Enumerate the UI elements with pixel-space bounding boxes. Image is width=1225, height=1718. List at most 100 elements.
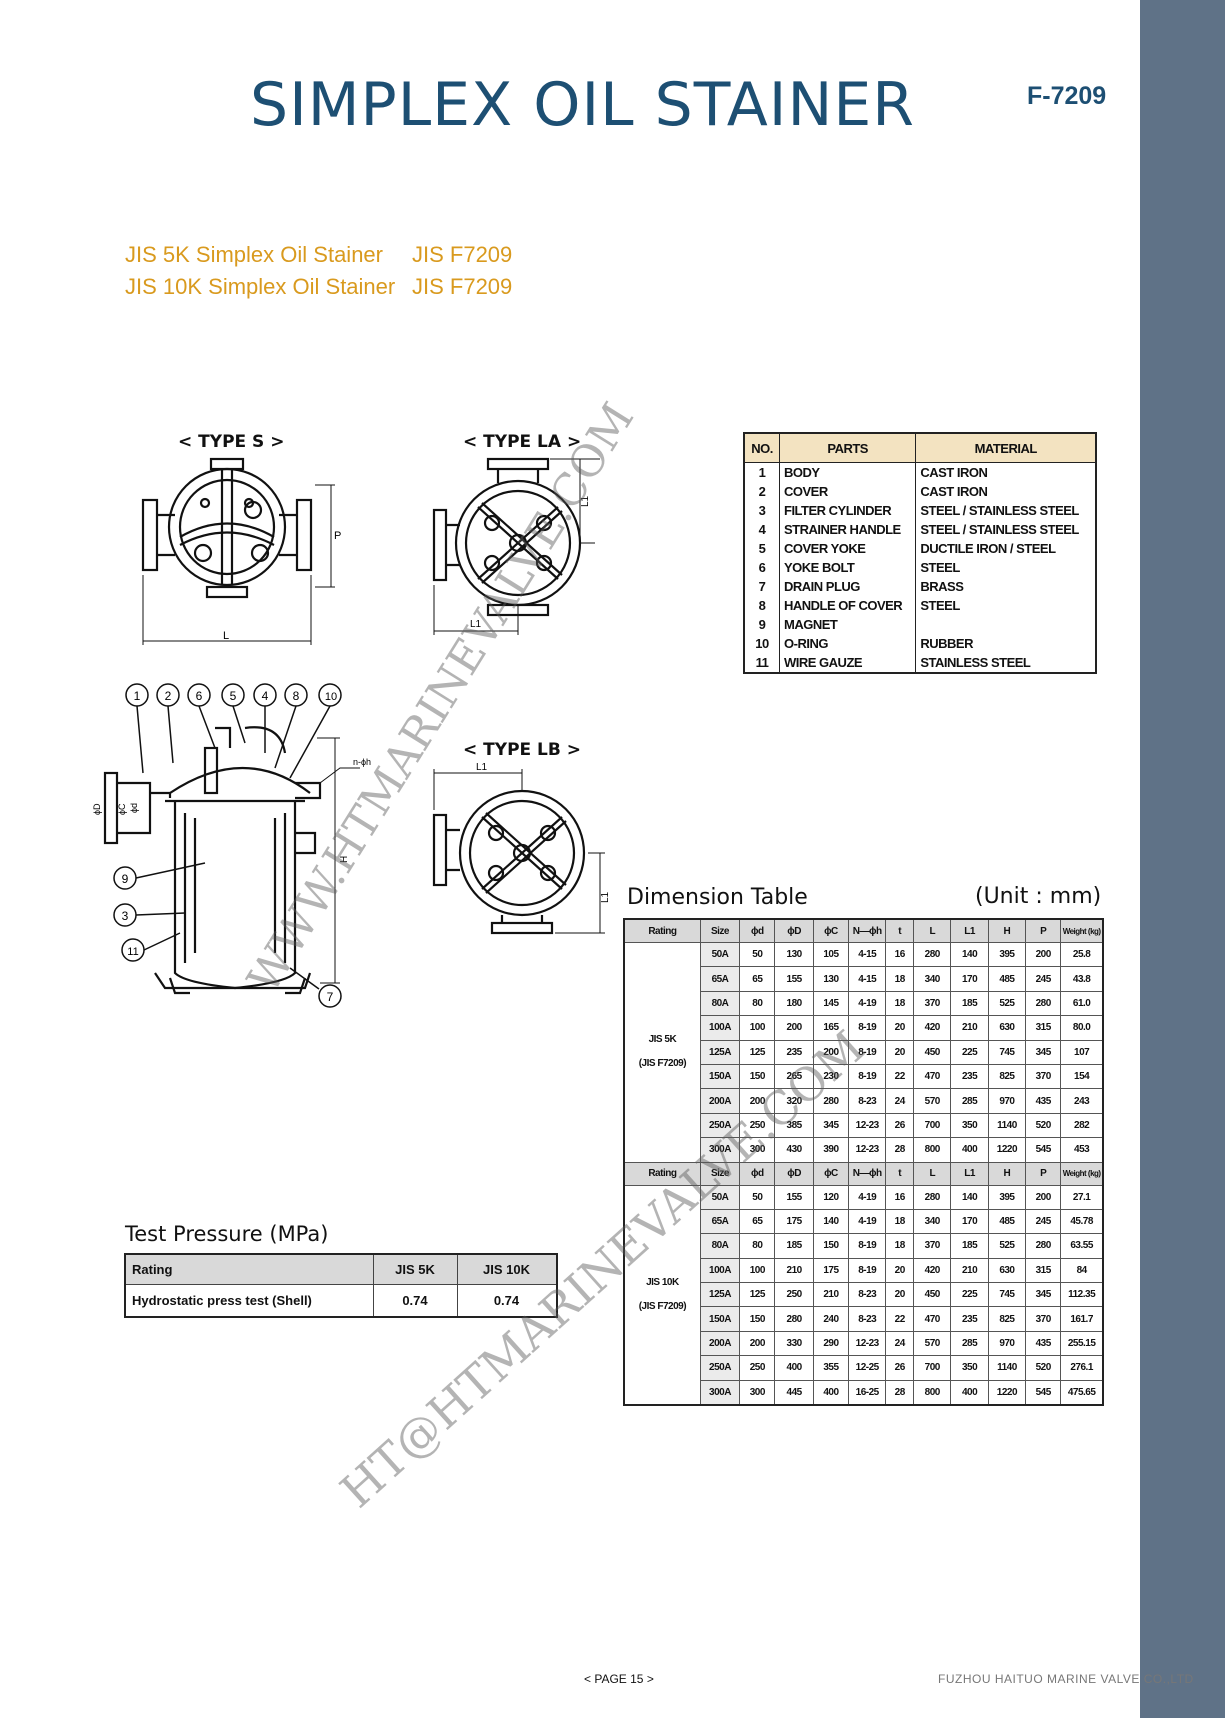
dimension-value-cell: 24 (885, 1330, 915, 1357)
dimension-value-cell: 970 (987, 1088, 1027, 1114)
dimension-value-cell: 140 (950, 1184, 989, 1210)
parts-no: 9 (743, 615, 780, 634)
parts-material: RUBBER (915, 634, 1097, 653)
dimension-value-cell: 280 (1025, 990, 1062, 1017)
dimension-value-cell: 345 (1025, 1039, 1062, 1065)
dimension-header-cell: N—ϕh (848, 918, 887, 943)
dimension-value-cell: 280 (1025, 1233, 1062, 1259)
dimension-value-cell: 630 (987, 1015, 1027, 1041)
dimension-value-cell: 276.1 (1060, 1355, 1104, 1381)
parts-name: MAGNET (778, 615, 917, 634)
dimension-value-cell: 175 (774, 1208, 814, 1235)
dimension-value-cell: 185 (774, 1233, 814, 1259)
press-row-label: Hydrostatic press test (Shell) (124, 1284, 374, 1318)
dimension-value-cell: 390 (812, 1137, 850, 1163)
dimension-header-cell: Rating (623, 918, 701, 943)
parts-material: STAINLESS STEEL (915, 653, 1097, 673)
dimension-value-cell: 27.1 (1060, 1184, 1104, 1210)
company-name: FUZHOU HAITUO MARINE VALVE CO.,LTD (938, 1672, 1194, 1686)
balloon-3: 3 (122, 909, 129, 923)
parts-no: 3 (743, 501, 780, 520)
parts-no: 5 (743, 539, 780, 558)
dimension-value-cell: 315 (1025, 1015, 1062, 1041)
dimension-size-cell: 80A (699, 990, 741, 1017)
dimension-value-cell: 22 (885, 1306, 915, 1332)
dimension-value-cell: 24 (885, 1088, 915, 1114)
dimension-value-cell: 300 (739, 1379, 776, 1406)
parts-material: BRASS (915, 577, 1097, 596)
dimension-value-cell: 165 (812, 1015, 850, 1041)
dimension-value-cell: 280 (913, 1184, 952, 1210)
balloon-6: 6 (196, 689, 203, 703)
parts-no: 10 (743, 634, 780, 653)
dimension-value-cell: 210 (950, 1257, 989, 1284)
dimension-value-cell: 154 (1060, 1063, 1104, 1090)
dimension-size-cell: 65A (699, 1208, 741, 1235)
dimension-value-cell: 8-23 (848, 1306, 887, 1332)
dimension-value-cell: 125 (739, 1039, 776, 1065)
type-lb-label: < TYPE LB > (463, 740, 582, 760)
dimension-header-cell: ϕC (812, 918, 850, 943)
dimension-value-cell: 20 (885, 1039, 915, 1065)
dimension-value-cell: 395 (987, 1184, 1027, 1210)
dimension-value-cell: 200 (1025, 1184, 1062, 1210)
dimension-header-cell: L1 (950, 918, 989, 943)
dimension-header-cell: t (885, 918, 915, 943)
dimension-value-cell: 470 (913, 1063, 952, 1090)
dimension-value-cell: 4-15 (848, 941, 887, 968)
dimension-value-cell: 250 (774, 1282, 814, 1308)
subtitle-name: JIS 10K Simplex Oil Stainer (125, 274, 396, 299)
parts-header-material: MATERIAL (915, 432, 1097, 463)
subtitle-standard: JIS F7209 (412, 274, 513, 299)
dim-L: L (223, 630, 229, 642)
dimension-value-cell: 475.65 (1060, 1379, 1104, 1406)
dimension-value-cell: 8-19 (848, 1039, 887, 1065)
dimension-value-cell: 200 (812, 1039, 850, 1065)
parts-no: 1 (743, 462, 780, 482)
dim-H: H (339, 856, 350, 863)
dimension-value-cell: 140 (950, 941, 989, 968)
dimension-value-cell: 700 (913, 1355, 952, 1381)
dimension-size-cell: 250A (699, 1355, 741, 1381)
dimension-size-cell: 200A (699, 1088, 741, 1114)
parts-material (915, 615, 1097, 634)
dimension-value-cell: 26 (885, 1355, 915, 1381)
dimension-value-cell: 18 (885, 1208, 915, 1235)
dimension-value-cell: 243 (1060, 1088, 1104, 1114)
dimension-header-cell: ϕC (812, 1161, 850, 1186)
dimension-value-cell: 570 (913, 1088, 952, 1114)
dimension-value-cell: 8-19 (848, 1015, 887, 1041)
dimension-value-cell: 700 (913, 1112, 952, 1139)
parts-name: DRAIN PLUG (778, 577, 917, 596)
parts-no: 6 (743, 558, 780, 577)
rating-label: JIS 10K (646, 1276, 679, 1288)
dimension-value-cell: 107 (1060, 1039, 1104, 1065)
dimension-value-cell: 12-25 (848, 1355, 887, 1381)
dimension-header-cell: Weight (kg) (1060, 918, 1104, 943)
balloon-10: 10 (325, 691, 337, 703)
dim-nh: n-ϕh (353, 757, 371, 767)
dimension-value-cell: 225 (950, 1282, 989, 1308)
dimension-value-cell: 435 (1025, 1330, 1062, 1357)
dimension-header-cell: L1 (950, 1161, 989, 1186)
dimension-size-cell: 50A (699, 1184, 741, 1210)
dimension-value-cell: 28 (885, 1137, 915, 1163)
press-header-5k: JIS 5K (373, 1253, 458, 1285)
dimension-value-cell: 745 (987, 1282, 1027, 1308)
dimension-value-cell: 80.0 (1060, 1015, 1104, 1041)
rating-label: JIS 5K (648, 1034, 677, 1046)
type-lb-drawing: L1 L1 (432, 762, 611, 935)
balloon-1: 1 (134, 689, 141, 703)
parts-material: STEEL (915, 558, 1097, 577)
dimension-size-cell: 100A (699, 1257, 741, 1284)
dimension-rating-cell: JIS 10K(JIS F7209) (623, 1184, 701, 1406)
parts-material: CAST IRON (915, 482, 1097, 501)
dimension-value-cell: 320 (774, 1088, 814, 1114)
